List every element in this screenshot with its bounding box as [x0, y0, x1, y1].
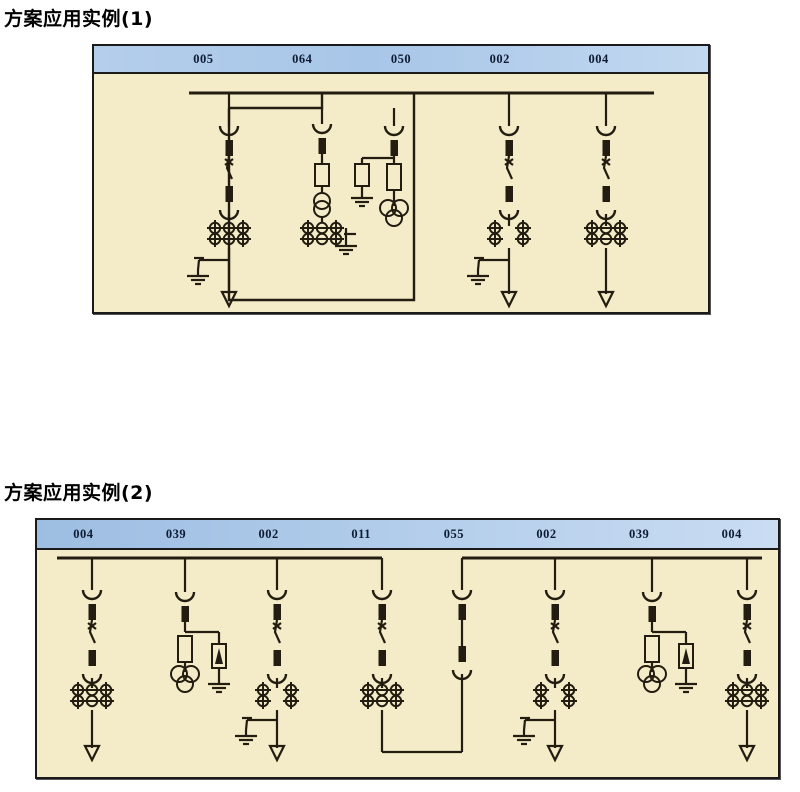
diagram-1-title: 方案应用实例(1) [4, 8, 154, 30]
bay-label-1-2: 064 [292, 51, 313, 66]
diagram-2-panel: 004 039 002 011 055 002 039 004 [35, 518, 780, 779]
bay-label-2-4: 011 [351, 526, 371, 541]
bay2-002-left [233, 558, 301, 762]
bay2-002-right [511, 558, 579, 762]
bay-002 [465, 93, 533, 308]
bay-label-2-5: 055 [443, 526, 464, 541]
bay2-011 [358, 558, 406, 752]
bay-label-2-7: 039 [628, 526, 650, 541]
bay-064 [298, 108, 359, 256]
bay2-004-right [723, 558, 771, 762]
diagram-2-schematic [57, 556, 771, 762]
bay-label-1-1: 005 [193, 51, 214, 66]
bay2-039-left [169, 558, 232, 694]
bay-label-2-1: 004 [73, 526, 94, 541]
bay-label-2-8: 004 [721, 526, 742, 541]
bus-coupler-loop [227, 93, 416, 302]
diagram-1-schematic [185, 91, 654, 308]
bay-label-2-3: 002 [258, 526, 279, 541]
bay-label-2-6: 002 [536, 526, 557, 541]
bay-004 [582, 93, 630, 308]
diagram-1-header-bar: 005 064 050 002 004 [94, 46, 708, 74]
bay2-004-left [68, 558, 116, 762]
diagram-1-panel: 005 064 050 002 004 [92, 44, 710, 314]
diagram-2-header-bar: 004 039 002 011 055 002 039 004 [37, 520, 778, 550]
diagram-2-title: 方案应用实例(2) [4, 482, 154, 504]
bay-050 [349, 108, 410, 228]
bay-label-1-4: 002 [489, 51, 510, 66]
bay-label-2-2: 039 [165, 526, 187, 541]
bay-label-1-3: 050 [390, 51, 412, 66]
bay-005 [185, 93, 253, 308]
bay2-055 [382, 558, 473, 754]
bay2-039-right [636, 558, 699, 694]
bay-label-1-5: 004 [588, 51, 609, 66]
